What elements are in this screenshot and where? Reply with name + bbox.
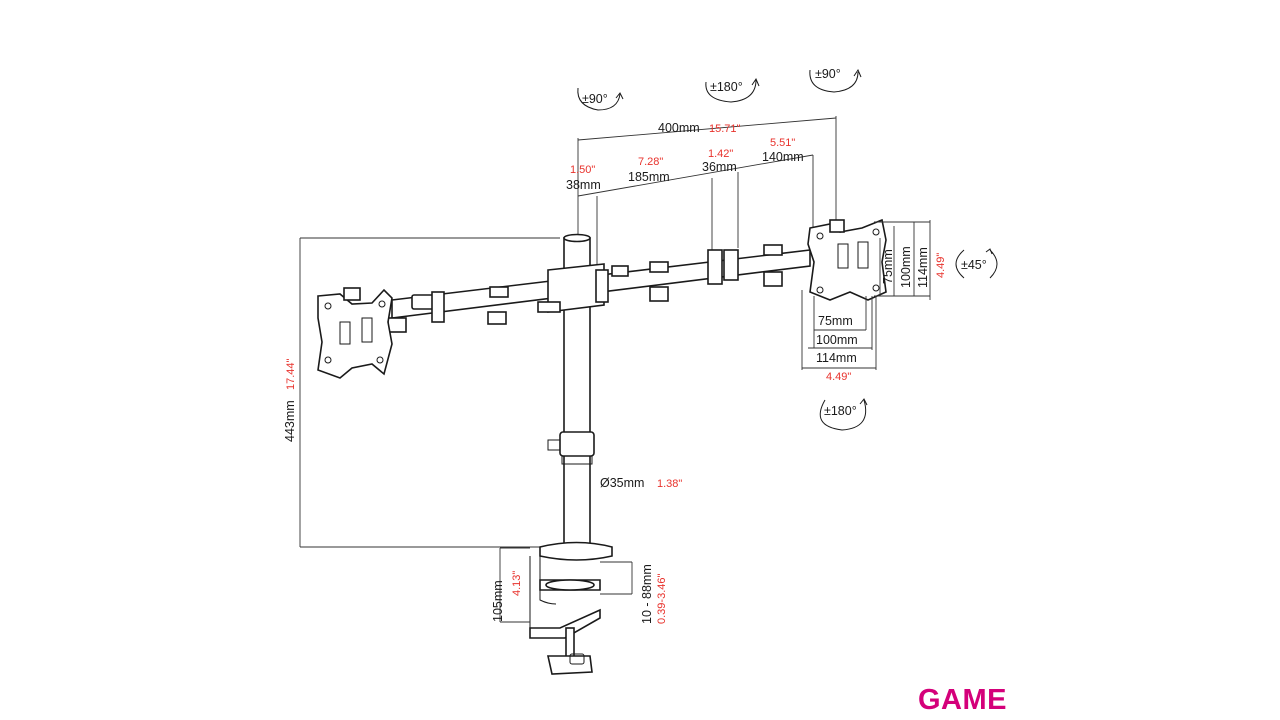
- vesa-dimension-lines: [801, 220, 931, 370]
- seg4-mm: 140mm: [762, 150, 804, 164]
- seg1-in: 1.50": [570, 164, 595, 176]
- seg1-mm: 38mm: [566, 178, 601, 192]
- right-tilt-label: ±90°: [815, 67, 841, 81]
- clamp-dimension-lines: [499, 547, 633, 623]
- rotation-arrow-right-rotate-icon: [955, 248, 998, 279]
- right-rotate-label: ±45°: [961, 258, 987, 272]
- vesa-h114-label: 114mm: [816, 351, 857, 365]
- vesa-h75-label: 75mm: [818, 314, 853, 328]
- pole-diameter-mm: Ø35mm: [600, 476, 644, 490]
- right-swivel-label: ±180°: [824, 404, 857, 418]
- pole-diameter-in: 1.38": [657, 478, 682, 490]
- vesa-h100-label: 100mm: [816, 333, 858, 347]
- arm-bar: [387, 244, 811, 333]
- seg3-mm: 36mm: [702, 160, 737, 174]
- left-tilt-label: ±90°: [582, 92, 608, 106]
- seg4-in: 5.51": [770, 137, 795, 149]
- vesa-v100-label: 100mm: [899, 246, 913, 288]
- center-swivel-label: ±180°: [710, 80, 743, 94]
- rotation-arrow-right-swivel-icon: [819, 398, 868, 431]
- rotation-arrow-left-tilt-icon: [577, 87, 624, 111]
- pole-height-in: 17.44": [285, 358, 297, 390]
- clamp-range-mm: 10 - 88mm: [640, 564, 654, 624]
- vesa-vertical-in: 4.49": [935, 253, 947, 278]
- seg3-in: 1.42": [708, 148, 733, 160]
- desk-clamp: [529, 541, 613, 675]
- vesa-horizontal-in: 4.49": [826, 371, 851, 383]
- clamp-height-mm: 105mm: [491, 580, 505, 622]
- pole-height-dimension-lines: [299, 237, 560, 548]
- right-vesa-plate: [807, 218, 887, 301]
- arm-dimension-lines: [577, 116, 837, 265]
- rotation-arrow-center-swivel-icon: [705, 77, 760, 103]
- seg2-in: 7.28": [638, 156, 663, 168]
- arm-total-mm: 400mm: [658, 121, 700, 135]
- rotation-arrow-right-tilt-icon: [809, 68, 862, 93]
- arm-total-in: 15.71": [709, 123, 741, 135]
- seg2-mm: 185mm: [628, 170, 670, 184]
- clamp-range-in: 0.39-3.46": [656, 574, 668, 624]
- pole-height-mm: 443mm: [283, 400, 297, 442]
- clamp-height-in: 4.13": [511, 571, 523, 596]
- game-logo: GAME: [918, 684, 1007, 716]
- left-vesa-plate: [317, 287, 393, 379]
- vesa-v114-label: 114mm: [916, 247, 930, 288]
- vesa-v75-label: 75mm: [881, 249, 895, 284]
